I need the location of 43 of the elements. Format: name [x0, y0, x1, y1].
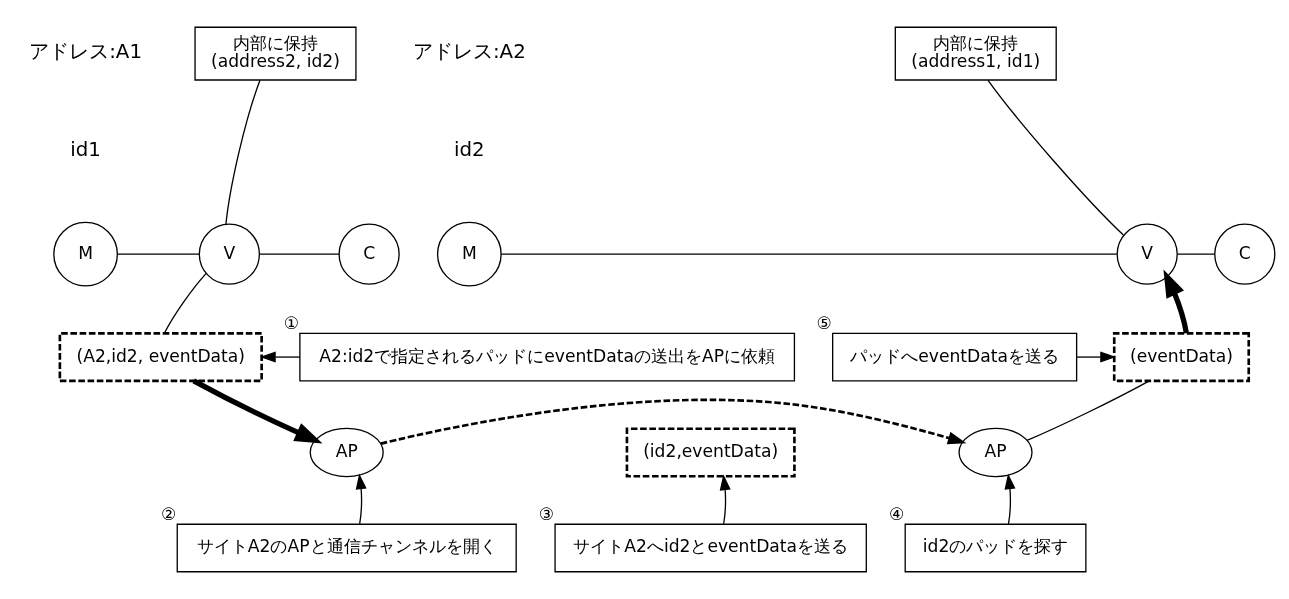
arrow [1004, 473, 1016, 525]
arrow [259, 351, 301, 363]
arrow [192, 378, 323, 444]
arrow [1076, 351, 1117, 363]
connector [163, 272, 207, 334]
node-label: ② [160, 503, 177, 524]
node-box: サイトA2へid2とeventDataを送る [554, 523, 867, 573]
node-label: ① [283, 312, 299, 333]
node-box: 内部に保持 (address1, id1) [894, 26, 1057, 81]
arrow [1163, 269, 1189, 334]
node-circle: C [1214, 223, 1276, 285]
node-label: ③ [538, 503, 555, 524]
connector [987, 79, 1124, 236]
node-ellipse: AP [958, 427, 1033, 478]
node-box: id2のパッドを探す [904, 523, 1087, 573]
node-label: ④ [888, 503, 905, 524]
node-circle: V [1116, 223, 1178, 285]
connector [116, 253, 200, 255]
connector [225, 79, 261, 225]
arrow [355, 473, 367, 525]
node-label: ⑤ [816, 312, 832, 333]
node-ellipse: AP [309, 427, 384, 478]
connector [500, 253, 1118, 255]
node-circle: M [436, 221, 502, 287]
arrow [719, 474, 731, 525]
connector [1026, 380, 1151, 442]
label: アドレス:A1 [29, 40, 142, 64]
node-box: (id2,eventData) [625, 427, 796, 478]
label: id1 [70, 137, 101, 161]
node-circle: V [198, 223, 260, 285]
node-box: (A2,id2, eventData) [58, 332, 263, 383]
node-circle: C [338, 223, 400, 285]
node-box: パッドへeventDataを送る [832, 332, 1078, 382]
connector [258, 253, 340, 255]
label: id2 [454, 137, 485, 161]
label: アドレス:A2 [412, 40, 526, 64]
arrow [380, 398, 967, 445]
connector [1176, 253, 1216, 255]
node-box: 内部に保持 (address2, id2) [194, 26, 357, 81]
node-box: サイトA2のAPと通信チャンネルを開く [176, 523, 517, 573]
node-box: A2:id2で指定されるパッドにeventDataの送出をAPに依頼 [299, 332, 796, 382]
node-circle: M [53, 221, 118, 287]
node-box: (eventData) [1112, 332, 1251, 383]
